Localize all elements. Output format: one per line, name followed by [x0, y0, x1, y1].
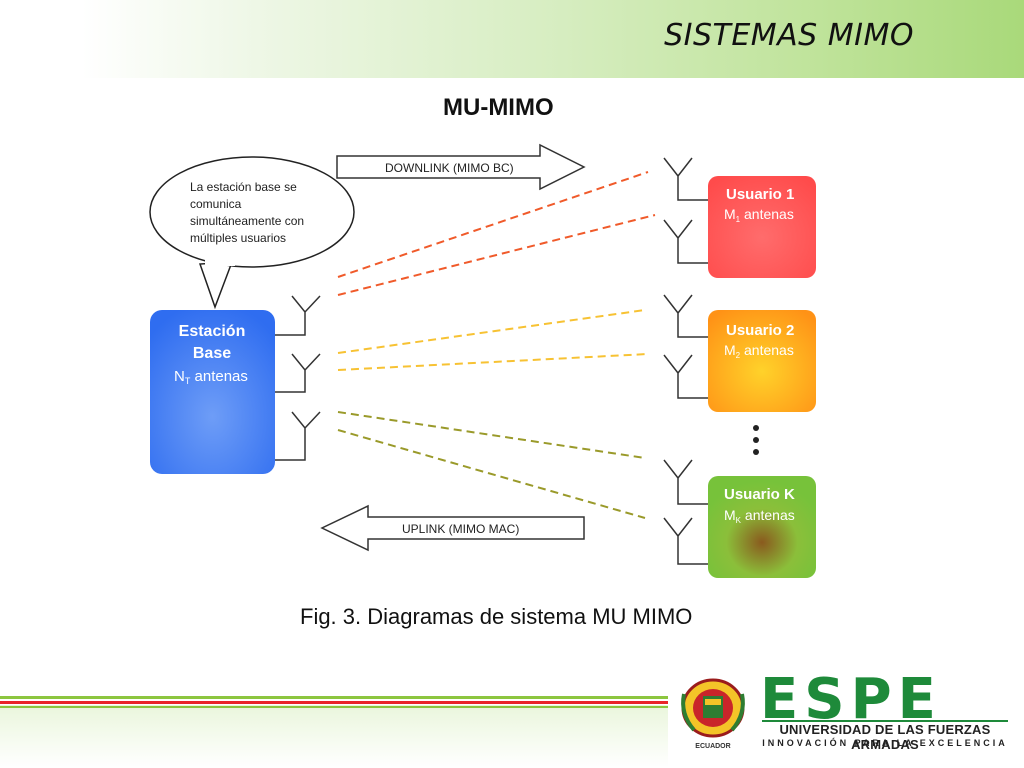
- more-users-dots: [753, 425, 759, 455]
- logo-line-1: UNIVERSIDAD DE LAS FUERZAS ARMADAS: [762, 720, 1008, 752]
- bubble-line-2: comunica: [190, 197, 242, 211]
- links-user-2: [337, 309, 649, 371]
- footer-stripe-red: [0, 701, 668, 704]
- links-user-1: [337, 171, 656, 296]
- logo-word: ESPE: [760, 667, 942, 732]
- user-1-name: Usuario 1: [726, 186, 794, 203]
- header-bar: [0, 0, 1024, 78]
- base-station-title-1: Estación: [179, 323, 246, 340]
- page-title: SISTEMAS MIMO: [664, 18, 914, 53]
- user-antennas: [663, 157, 708, 565]
- user-2: Usuario 2 M2 antenas: [708, 310, 816, 412]
- figure-caption: Fig. 3. Diagramas de sistema MU MIMO: [300, 604, 693, 629]
- footer-stripes: [0, 690, 668, 730]
- user-1: Usuario 1 M1 antenas: [708, 176, 816, 278]
- downlink-arrow: DOWNLINK (MIMO BC): [336, 143, 586, 191]
- bubble-line-4: múltiples usuarios: [190, 231, 286, 245]
- speech-bubble: La estación base se comunica simultáneam…: [149, 156, 355, 310]
- base-station-antennas: NT antenas: [174, 368, 248, 386]
- user-k-antennas: MK antenas: [724, 507, 795, 525]
- section-title: MU-MIMO: [443, 94, 554, 121]
- user-1-antennas: M1 antenas: [724, 206, 794, 224]
- footer-shade: [0, 705, 668, 767]
- footer-stripe-green-2: [0, 706, 668, 708]
- user-2-antennas: M2 antenas: [724, 342, 794, 360]
- bubble-line-1: La estación base se: [190, 180, 297, 194]
- uplink-arrow: UPLINK (MIMO MAC): [320, 504, 585, 552]
- logo-line-2: INNOVACIÓN PARA LA EXCELENCIA: [762, 738, 1008, 748]
- base-antennas: [275, 295, 321, 461]
- user-2-name: Usuario 2: [726, 322, 794, 339]
- bubble-line-3: simultáneamente con: [190, 214, 304, 228]
- downlink-label: DOWNLINK (MIMO BC): [385, 161, 514, 175]
- user-k: Usuario K MK antenas: [708, 476, 816, 578]
- footer-stripe-green: [0, 696, 668, 699]
- shield-text: ECUADOR: [695, 743, 730, 750]
- uplink-label: UPLINK (MIMO MAC): [402, 522, 519, 536]
- base-station-title-2: Base: [193, 345, 231, 362]
- shield-icon: ECUADOR: [681, 678, 745, 750]
- base-station: Estación Base NT antenas: [150, 310, 275, 474]
- user-k-name: Usuario K: [724, 486, 795, 503]
- espe-logo: ECUADOR ESPE UNIVERSIDAD DE LAS FUERZAS …: [668, 668, 1024, 768]
- links-user-k: [337, 411, 646, 519]
